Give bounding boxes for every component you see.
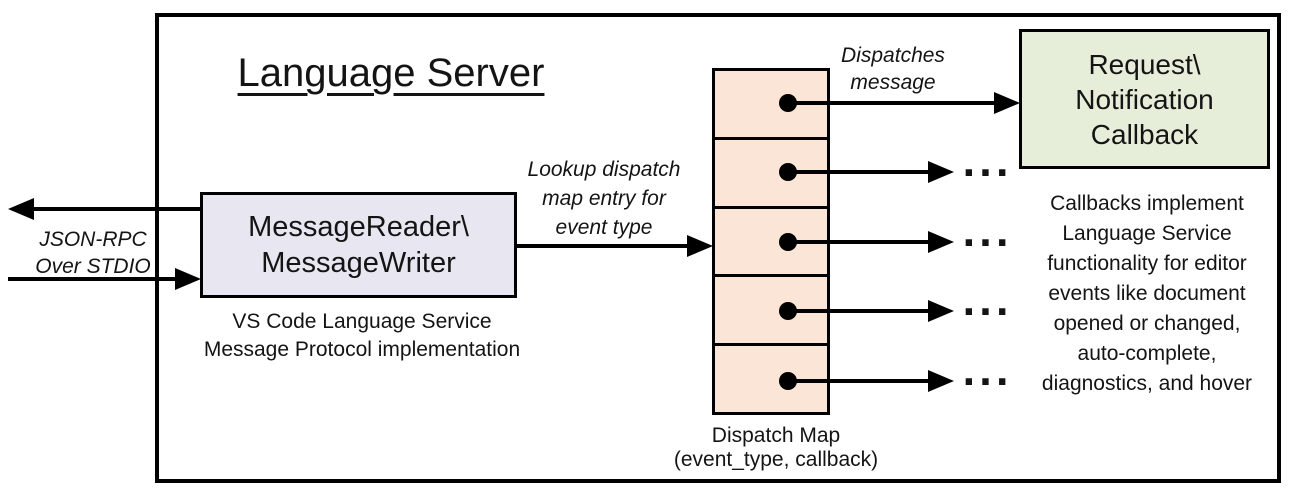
reader-box-line2: MessageWriter	[261, 247, 456, 279]
reader-caption: VS Code Language Service Message Protoco…	[182, 308, 542, 364]
callbacks-note-line: functionality for editor	[1047, 252, 1247, 275]
callbacks-note-line: Language Service	[1062, 222, 1232, 245]
io-label-line1: JSON-RPC	[39, 228, 147, 251]
dispatches-label-line2: message	[850, 71, 936, 94]
dispatch-map-cell	[715, 209, 827, 278]
ellipsis-4: ...	[962, 353, 1013, 394]
lookup-label-line2: map entry for	[542, 187, 666, 210]
ellipsis-2: ...	[962, 214, 1013, 255]
callback-box: Request\ Notification Callback	[1019, 29, 1270, 169]
dispatch-map-cell	[715, 277, 827, 347]
dispatch-map	[712, 68, 830, 415]
dispatches-label: Dispatches message	[820, 42, 966, 96]
callbacks-note-line: opened or changed,	[1053, 312, 1241, 335]
callbacks-note: Callbacks implement Language Service fun…	[1022, 189, 1272, 399]
ellipsis-3: ...	[962, 283, 1013, 324]
callback-box-line1: Request\	[1088, 48, 1201, 80]
reader-box-line1: MessageReader\	[248, 211, 469, 243]
callbacks-note-line: diagnostics, and hover	[1041, 372, 1253, 395]
callback-box-line3: Callback	[1090, 118, 1199, 150]
reader-caption-line1: VS Code Language Service	[232, 310, 492, 333]
callback-box-line2: Notification	[1075, 83, 1214, 115]
message-reader-writer-box: MessageReader\ MessageWriter	[200, 192, 517, 298]
dispatch-map-caption: Dispatch Map (event_type, callback)	[636, 424, 916, 472]
dispatch-map-cell	[715, 140, 827, 209]
dispatch-map-cell	[715, 346, 827, 412]
callbacks-note-line: events like document	[1048, 282, 1246, 305]
lookup-label-line1: Lookup dispatch	[527, 158, 681, 181]
ellipsis-1: ...	[962, 144, 1013, 185]
dispatch-map-cell	[715, 71, 827, 140]
callbacks-note-line: auto-complete,	[1077, 342, 1217, 365]
lookup-label: Lookup dispatch map entry for event type	[514, 155, 694, 242]
io-label: JSON-RPC Over STDIO	[13, 226, 173, 280]
language-server-frame	[155, 13, 1281, 483]
lookup-label-line3: event type	[555, 216, 653, 239]
reader-caption-line2: Message Protocol implementation	[203, 338, 521, 361]
map-caption-line1: Dispatch Map	[711, 424, 841, 447]
map-caption-line2: (event_type, callback)	[673, 448, 879, 471]
io-label-line2: Over STDIO	[35, 255, 151, 278]
callbacks-note-line: Callbacks implement	[1050, 192, 1244, 215]
dispatches-label-line1: Dispatches	[841, 44, 945, 67]
page-title: Language Server	[237, 51, 545, 95]
